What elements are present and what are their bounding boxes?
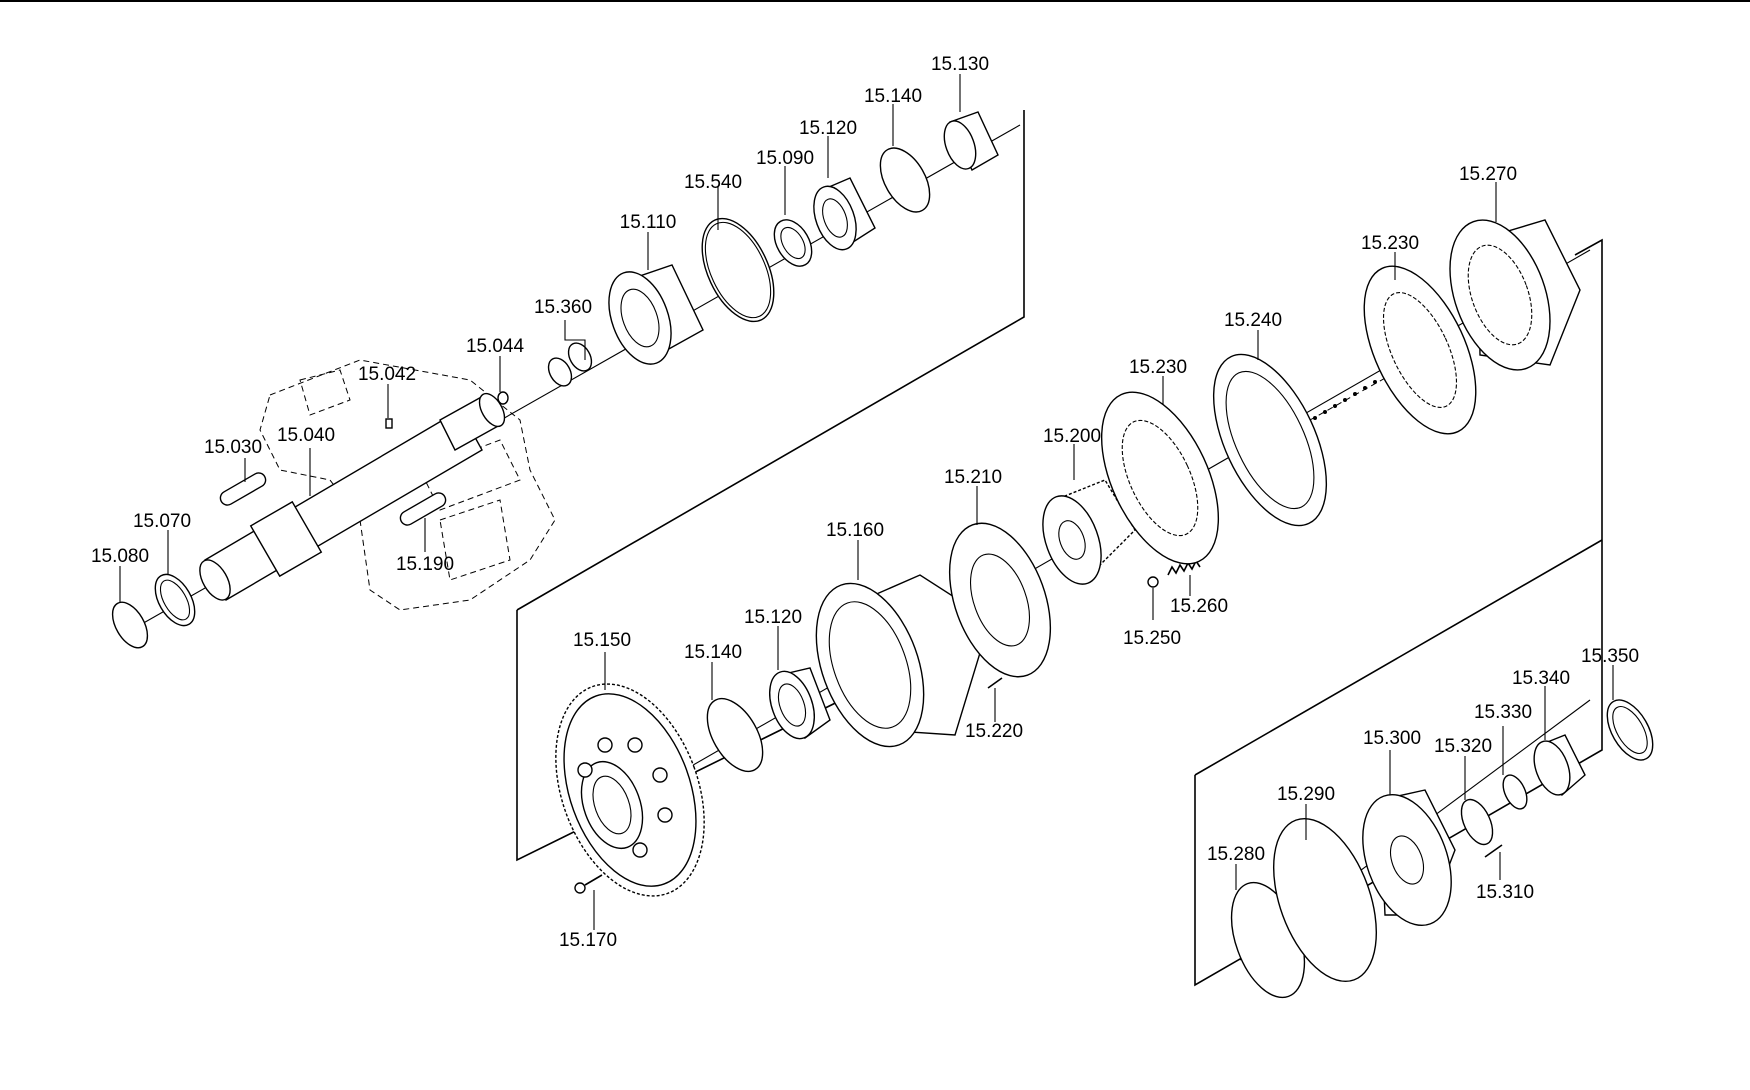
part-label: 15.540 [684, 172, 742, 193]
circlip-part-15-080 [111, 601, 149, 649]
snap-ring-part-15-140-lower [706, 697, 764, 773]
part-label: 15.360 [534, 297, 592, 318]
bolt-part-15-220 [987, 677, 1003, 689]
snap-ring-part-15-540 [701, 217, 775, 323]
part-label: 15.120 [744, 607, 802, 628]
bearing-part-15-340 [1533, 734, 1586, 797]
part-label: 15.140 [684, 642, 742, 663]
bearing-part-15-120-lower [769, 667, 831, 740]
ball-part-15-250 [1147, 576, 1159, 588]
spring-part-15-260 [1167, 559, 1201, 576]
part-label: 15.200 [1043, 426, 1101, 447]
part-label: 15.250 [1123, 628, 1181, 649]
part-label: 15.130 [931, 54, 989, 75]
plate-part-15-210 [948, 522, 1052, 678]
part-label: 15.030 [204, 437, 262, 458]
ring-part-15-090 [773, 219, 813, 267]
pin-part-15-042 [385, 418, 393, 429]
pin-part-15-044 [497, 391, 509, 405]
plate-part-15-240 [1212, 353, 1328, 527]
drum-part-15-270 [1449, 219, 1581, 371]
part-label: 15.260 [1170, 596, 1228, 617]
part-label: 15.040 [277, 425, 335, 446]
part-label: 15.150 [573, 630, 631, 651]
right-assembly-frame [1194, 238, 1603, 987]
seal-part-15-350 [1606, 699, 1654, 761]
hub-part-15-200 [1042, 479, 1136, 585]
part-label: 15.350 [1581, 646, 1639, 667]
part-label: 15.042 [358, 364, 416, 385]
key-part-15-190 [399, 492, 447, 526]
part-label: 15.160 [826, 520, 884, 541]
part-label: 15.240 [1224, 310, 1282, 331]
disc-part-15-230-upper [1363, 265, 1477, 435]
gear-part-15-150 [555, 683, 705, 897]
piston-part-15-300 [1362, 789, 1456, 927]
main-shaft [199, 392, 506, 601]
part-label: 15.110 [620, 212, 677, 233]
part-label: 15.220 [965, 721, 1023, 742]
snap-ring-part-15-330 [1502, 774, 1528, 810]
part-label: 15.300 [1363, 728, 1421, 749]
part-label: 15.090 [756, 148, 814, 169]
ring-part-15-070 [154, 573, 196, 627]
bolt-part-15-310 [1484, 844, 1503, 858]
part-label: 15.140 [864, 86, 922, 107]
snap-ring-part-15-140-upper [879, 147, 931, 213]
part-label: 15.120 [799, 118, 857, 139]
part-label: 15.330 [1474, 702, 1532, 723]
part-label: 15.190 [396, 554, 454, 575]
part-label: 15.230 [1129, 357, 1187, 378]
part-label: 15.270 [1459, 164, 1517, 185]
part-label: 15.290 [1277, 784, 1335, 805]
clutch-drum-part-15-160 [815, 574, 991, 748]
part-label: 15.320 [1434, 736, 1492, 757]
bearing-part-15-110 [608, 264, 704, 365]
key-part-15-030 [219, 472, 267, 506]
bearing-part-15-120-upper [813, 177, 876, 251]
part-label: 15.210 [944, 467, 1002, 488]
dotted-connector [1313, 380, 1377, 420]
part-label: 15.340 [1512, 668, 1570, 689]
part-labels: 15.130 15.140 15.120 15.090 15.540 15.11… [91, 54, 1639, 951]
ring-part-15-360 [547, 357, 573, 387]
part-label: 15.310 [1476, 882, 1534, 903]
leader-lines [119, 74, 1614, 930]
part-label: 15.230 [1361, 233, 1419, 254]
disc-part-15-230-lower [1100, 391, 1220, 565]
part-label: 15.080 [91, 546, 149, 567]
ring-part-15-290 [1272, 817, 1378, 983]
top-border-line [0, 0, 1750, 2]
bearing-part-15-130 [943, 111, 999, 171]
ring-part-15-320 [1460, 798, 1494, 846]
part-label: 15.280 [1207, 844, 1265, 865]
bolt-part-15-170 [574, 874, 603, 894]
part-label: 15.070 [133, 511, 191, 532]
part-label: 15.170 [559, 930, 617, 951]
part-label: 15.044 [466, 336, 525, 357]
